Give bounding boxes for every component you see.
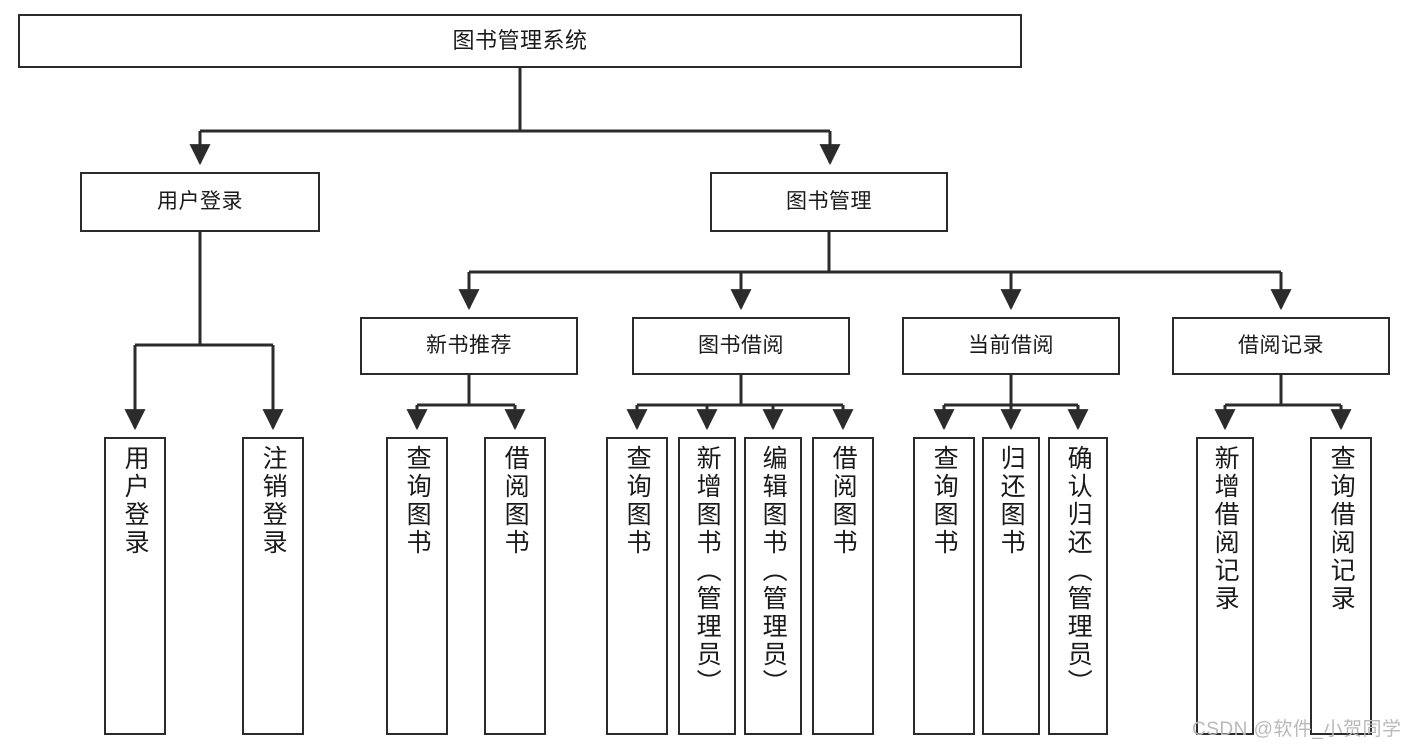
- leaf-add-book[interactable]: 新增图书（管理员）: [678, 437, 736, 735]
- node-book-borrow-label: 图书借阅: [698, 333, 784, 357]
- leaf-add-book-label: 新增图书（管理员）: [693, 445, 722, 697]
- node-root-label: 图书管理系统: [452, 28, 588, 54]
- leaf-query-book-1-label: 查询图书: [403, 445, 432, 557]
- leaf-edit-book[interactable]: 编辑图书（管理员）: [744, 437, 802, 735]
- node-borrow-record-label: 借阅记录: [1238, 333, 1324, 357]
- leaf-user-login[interactable]: 用户登录: [104, 437, 166, 735]
- leaf-query-book-3-label: 查询图书: [930, 445, 959, 557]
- leaf-user-logout-label: 注销登录: [259, 445, 288, 557]
- leaf-borrow-book-1[interactable]: 借阅图书: [484, 437, 546, 735]
- node-current-borrow[interactable]: 当前借阅: [902, 317, 1120, 375]
- leaf-return-book-label: 归还图书: [997, 445, 1026, 557]
- leaf-borrow-book-2-label: 借阅图书: [829, 445, 858, 557]
- csdn-watermark: CSDN @软件_小贺同学: [1192, 719, 1402, 740]
- leaf-confirm-return[interactable]: 确认归还（管理员）: [1048, 437, 1108, 735]
- node-new-book-recommend-label: 新书推荐: [426, 333, 512, 357]
- leaf-borrow-book-2[interactable]: 借阅图书: [812, 437, 874, 735]
- node-new-book-recommend[interactable]: 新书推荐: [360, 317, 578, 375]
- leaf-add-borrow-record[interactable]: 新增借阅记录: [1196, 437, 1254, 735]
- node-book-manage-label: 图书管理: [786, 189, 872, 213]
- leaf-query-book-2[interactable]: 查询图书: [606, 437, 668, 735]
- leaf-confirm-return-label: 确认归还（管理员）: [1064, 445, 1093, 697]
- node-book-borrow[interactable]: 图书借阅: [632, 317, 850, 375]
- leaf-user-logout[interactable]: 注销登录: [242, 437, 304, 735]
- node-user-login[interactable]: 用户登录: [80, 172, 320, 232]
- leaf-add-borrow-record-label: 新增借阅记录: [1211, 445, 1240, 613]
- node-borrow-record[interactable]: 借阅记录: [1172, 317, 1390, 375]
- leaf-user-login-label: 用户登录: [121, 445, 150, 557]
- node-book-manage[interactable]: 图书管理: [710, 172, 948, 232]
- leaf-borrow-book-1-label: 借阅图书: [501, 445, 530, 557]
- leaf-query-book-3[interactable]: 查询图书: [913, 437, 975, 735]
- node-user-login-label: 用户登录: [157, 189, 243, 213]
- node-current-borrow-label: 当前借阅: [968, 333, 1054, 357]
- node-root[interactable]: 图书管理系统: [18, 14, 1022, 68]
- leaf-return-book[interactable]: 归还图书: [982, 437, 1040, 735]
- leaf-edit-book-label: 编辑图书（管理员）: [759, 445, 788, 697]
- leaf-query-borrow-record-label: 查询借阅记录: [1327, 445, 1356, 613]
- leaf-query-borrow-record[interactable]: 查询借阅记录: [1310, 437, 1372, 735]
- leaf-query-book-1[interactable]: 查询图书: [386, 437, 448, 735]
- leaf-query-book-2-label: 查询图书: [623, 445, 652, 557]
